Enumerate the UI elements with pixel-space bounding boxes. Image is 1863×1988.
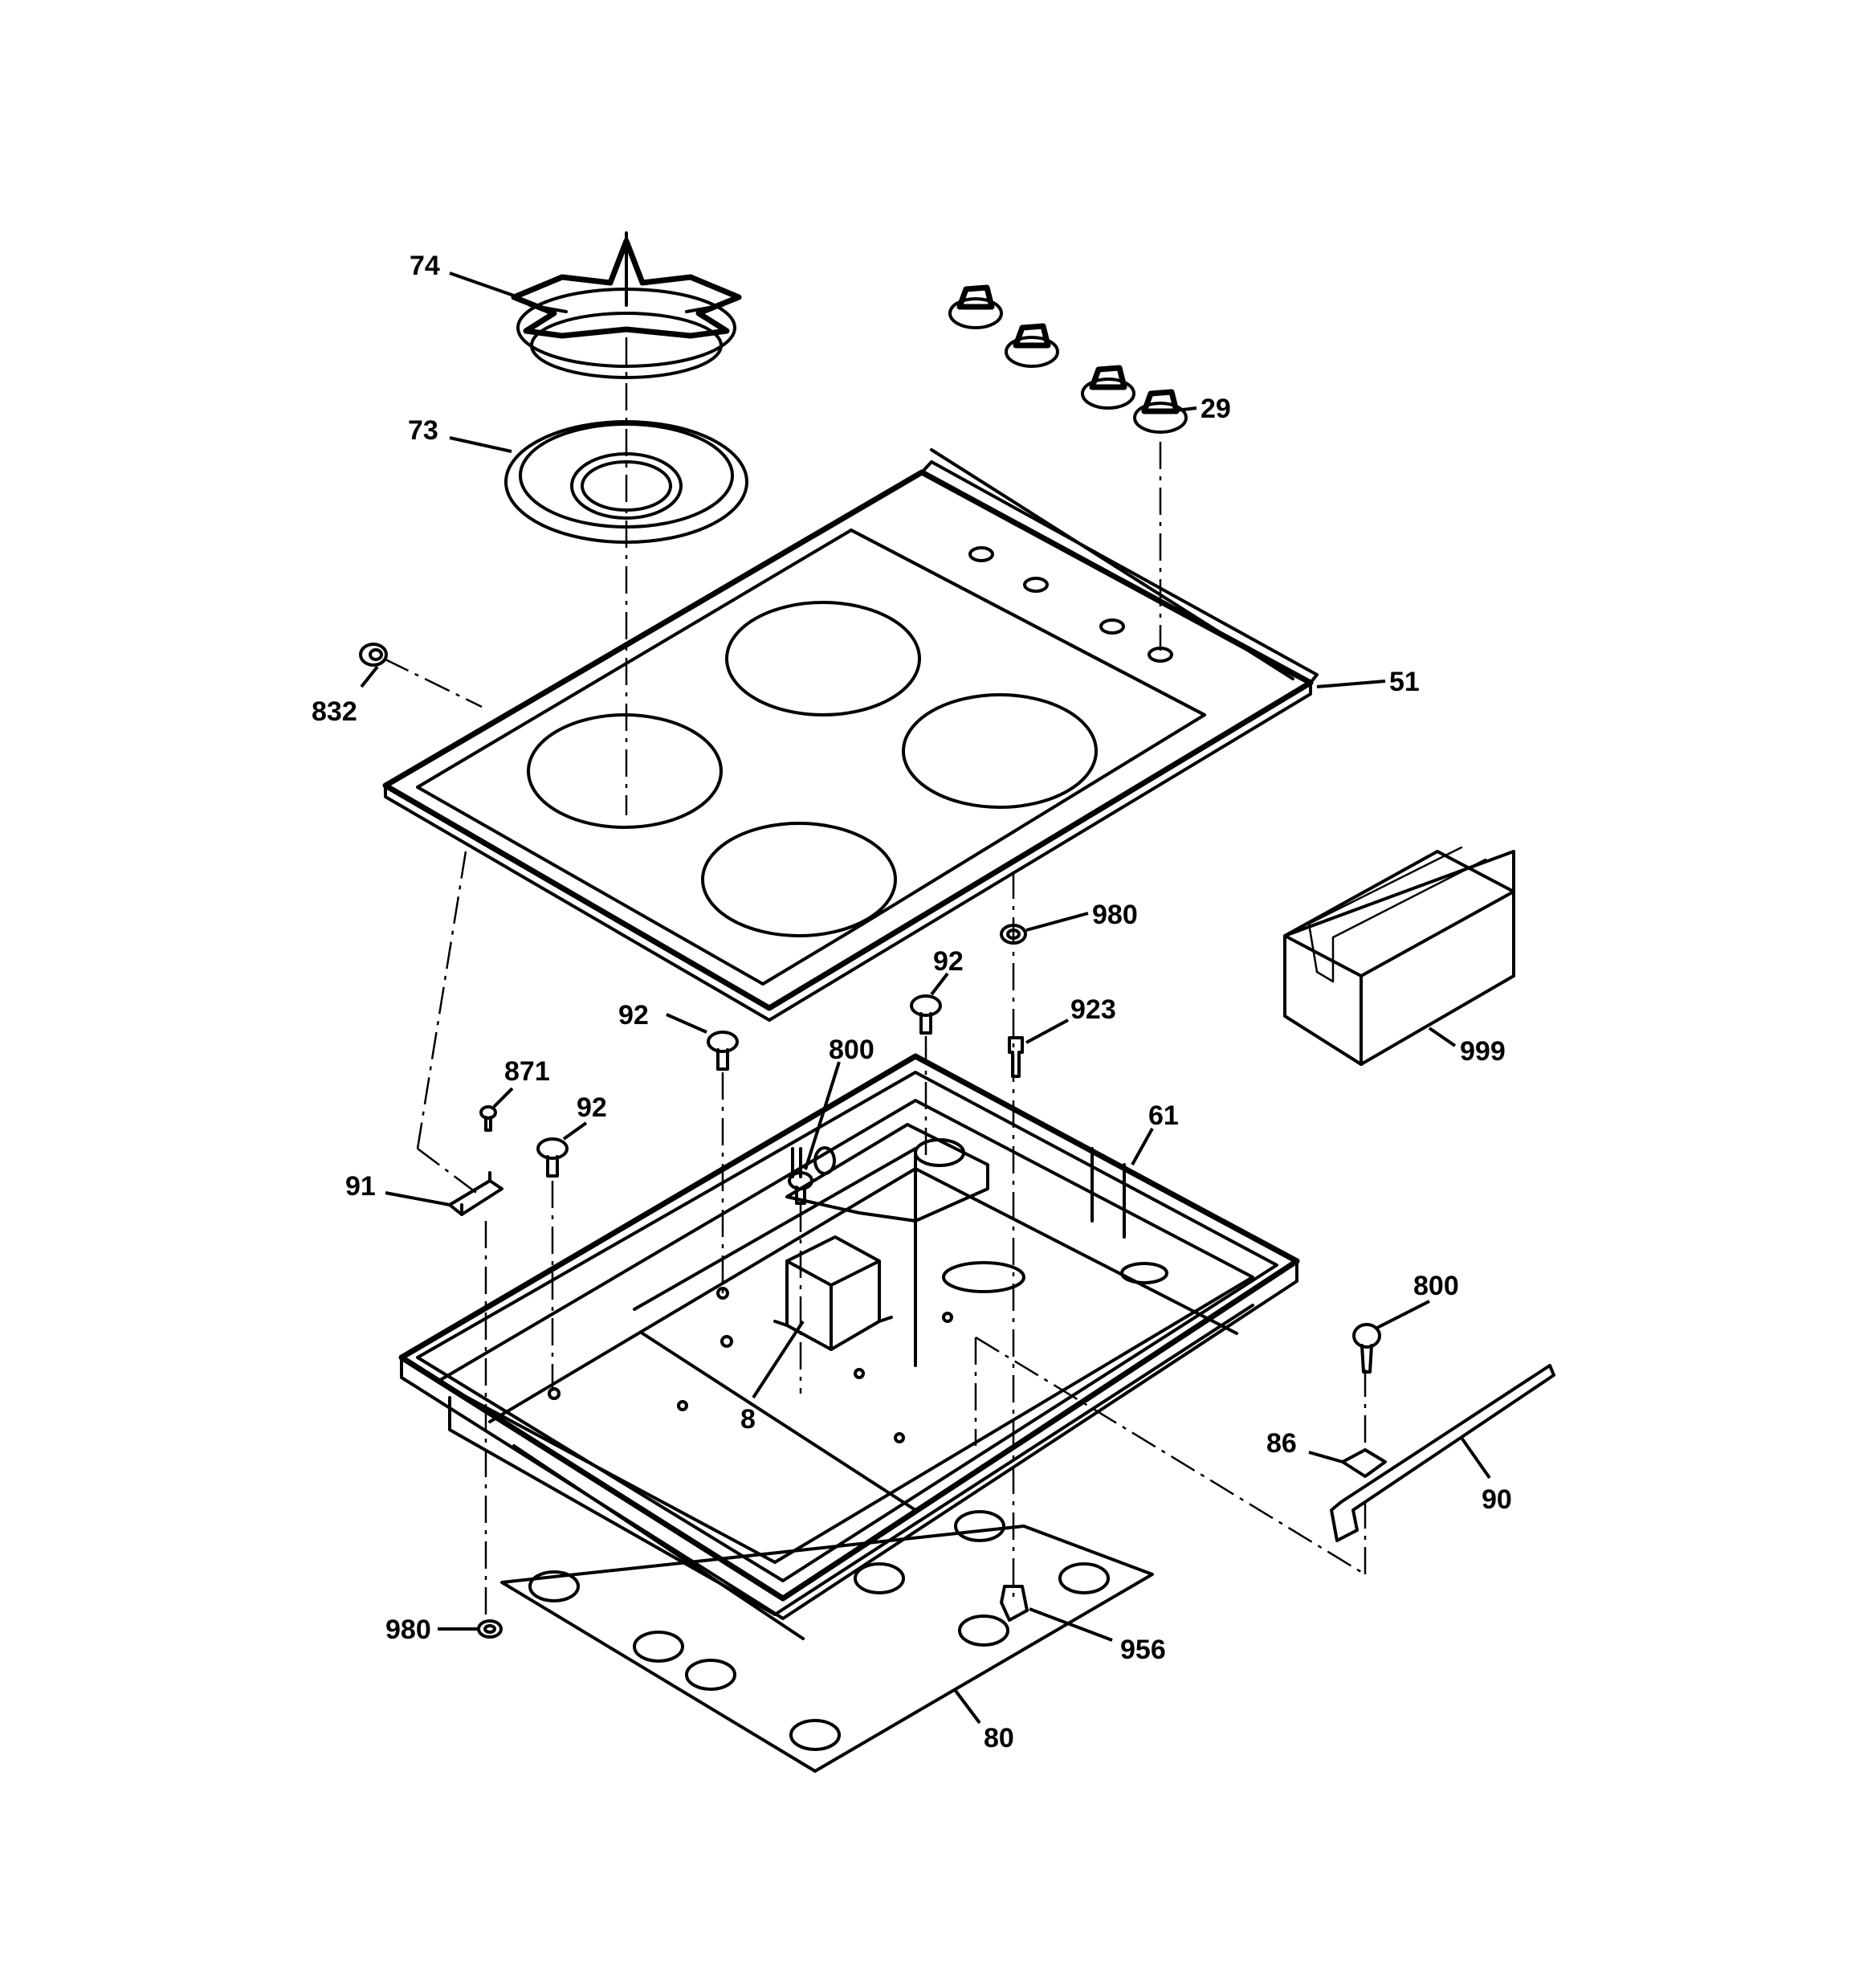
burner-grate-74: [511, 231, 742, 379]
burner-hole: [902, 693, 1098, 809]
callout-91: 91: [345, 1171, 376, 1202]
ignition-module-8: [773, 1235, 893, 1351]
callout-73: 73: [408, 415, 438, 446]
callout-923: 923: [1070, 994, 1116, 1025]
carton-999: [1283, 846, 1515, 1066]
callout-61: 61: [1148, 1100, 1179, 1131]
screw-800-b: [1352, 1323, 1381, 1374]
screw-871: [479, 1105, 497, 1132]
orifice-923: [1008, 1036, 1024, 1078]
bracket-91: [448, 1171, 503, 1216]
nut-980-b: [477, 1619, 503, 1639]
callout-92-left: 92: [618, 1000, 649, 1031]
callout-956: 956: [1120, 1635, 1166, 1665]
screw-800-a: [788, 1146, 836, 1205]
callout-999: 999: [1460, 1036, 1506, 1067]
cooktop-51: [382, 448, 1319, 1022]
callout-92-low: 92: [577, 1092, 607, 1123]
burner-hole: [701, 822, 897, 937]
callout-80: 80: [984, 1723, 1014, 1753]
callout-800-top: 800: [829, 1035, 874, 1065]
callout-86: 86: [1266, 1428, 1297, 1459]
alignment-lines: [383, 337, 1367, 1614]
clip-956: [1000, 1585, 1029, 1622]
callout-74: 74: [410, 251, 440, 281]
burner-hole: [725, 601, 921, 716]
callout-labels: 74 73 29 832 51 980 999 92 92 923 800 87…: [312, 251, 1512, 1753]
callout-51: 51: [1389, 667, 1420, 697]
burner-hole: [527, 713, 723, 829]
control-knobs-29: [948, 284, 1188, 434]
callout-92-mid: 92: [933, 946, 964, 977]
burner-box-61: [398, 1053, 1300, 1640]
insulation-80: [500, 1510, 1154, 1773]
callout-871: 871: [504, 1056, 550, 1087]
callout-800-right: 800: [1413, 1271, 1459, 1301]
bracket-86: [1341, 1448, 1387, 1478]
callout-29: 29: [1201, 394, 1231, 424]
callout-980-top: 980: [1092, 900, 1138, 930]
screw-92-b: [910, 994, 942, 1035]
grommet-832: [359, 643, 388, 667]
callout-8: 8: [740, 1404, 756, 1435]
callout-980-bottom: 980: [385, 1614, 431, 1645]
screw-92-a: [707, 1031, 739, 1071]
leader-lines: [360, 271, 1491, 1725]
callout-90: 90: [1482, 1484, 1512, 1515]
screw-92-c: [536, 1137, 569, 1178]
callout-832: 832: [312, 696, 357, 727]
tube-90: [1330, 1364, 1555, 1542]
